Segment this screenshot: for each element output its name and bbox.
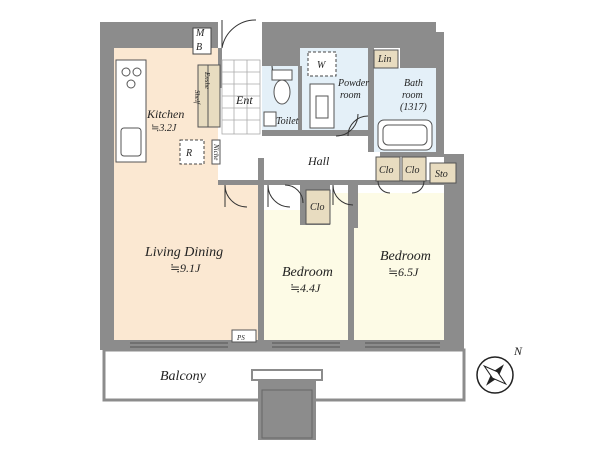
storage-box bbox=[429, 162, 457, 184]
closet-2-label: Clo bbox=[405, 165, 419, 176]
mb-box bbox=[192, 27, 212, 55]
ps-label: PS bbox=[236, 334, 245, 342]
closet-doors bbox=[377, 180, 425, 194]
toilet-label: Toilet bbox=[276, 116, 299, 127]
compass-icon bbox=[476, 356, 514, 394]
closet-hall-label: Clo bbox=[310, 202, 324, 213]
kitchen-name: Kitchen bbox=[146, 107, 184, 121]
sink-icon bbox=[120, 127, 142, 157]
walls bbox=[100, 22, 464, 350]
closet-hall bbox=[305, 189, 331, 225]
linen-box bbox=[373, 49, 399, 69]
mb-label-top: M bbox=[195, 28, 205, 39]
compass-label: N bbox=[513, 344, 523, 358]
closet-2 bbox=[401, 156, 427, 182]
balcony-label: Balcony bbox=[160, 369, 207, 384]
living-dining-size: ≒9.1J bbox=[170, 261, 201, 275]
mb-label-bottom: B bbox=[196, 42, 202, 53]
toilet-icon bbox=[273, 79, 291, 105]
entrance-label: Ent bbox=[235, 93, 253, 107]
doors bbox=[221, 19, 369, 208]
bedroom-small-name: Bedroom bbox=[282, 265, 333, 280]
storage-label: Sto bbox=[435, 169, 448, 180]
bedroom-large-name: Bedroom bbox=[380, 249, 431, 264]
bedroom-small-floor bbox=[264, 210, 348, 345]
living-dining-name: Living Dining bbox=[144, 245, 223, 260]
niche-label: Niche bbox=[212, 143, 220, 160]
closet-1 bbox=[375, 156, 401, 182]
refrigerator-box bbox=[179, 139, 205, 165]
ps-box bbox=[231, 329, 257, 343]
hall-label: Hall bbox=[307, 154, 330, 168]
bathtub-inner bbox=[382, 124, 428, 146]
bedroom-large-floor bbox=[330, 193, 460, 345]
entrance-column bbox=[251, 369, 323, 381]
refrigerator-label: R bbox=[185, 148, 192, 159]
washer-label: W bbox=[317, 60, 327, 71]
toilet-sink bbox=[263, 111, 277, 127]
bedroom-small-size: ≒4.4J bbox=[290, 281, 321, 295]
vanity-basin bbox=[315, 95, 329, 119]
entrance-shelf bbox=[197, 64, 209, 128]
bath-room-label-2: room bbox=[402, 90, 423, 101]
closet-1-label: Clo bbox=[379, 165, 393, 176]
balcony-column-inner bbox=[261, 389, 313, 439]
bathtub bbox=[377, 119, 433, 151]
windows bbox=[130, 342, 440, 348]
balcony-column bbox=[258, 378, 316, 440]
washer-box bbox=[307, 51, 337, 77]
kitchen-size: ≒3.2J bbox=[151, 123, 177, 134]
entrance-shelf-label: Enshe bbox=[203, 71, 211, 89]
toilet-tank bbox=[271, 69, 293, 81]
linen-label: Lin bbox=[377, 54, 391, 65]
powder-room-label-1: Powder bbox=[337, 78, 369, 89]
bedroom-large-size: ≒6.5J bbox=[388, 265, 419, 279]
powder-room-label-2: room bbox=[340, 90, 361, 101]
bath-room-label-1: Bath bbox=[404, 78, 423, 89]
entrance-tiles bbox=[221, 59, 261, 135]
living-dining-floor bbox=[113, 162, 262, 345]
vanity-sink bbox=[309, 83, 335, 129]
niche-box bbox=[211, 139, 221, 165]
bath-room-label-3: (1317) bbox=[400, 102, 427, 113]
stove-icon bbox=[121, 67, 142, 89]
shelf-label: Shelf bbox=[193, 90, 201, 105]
